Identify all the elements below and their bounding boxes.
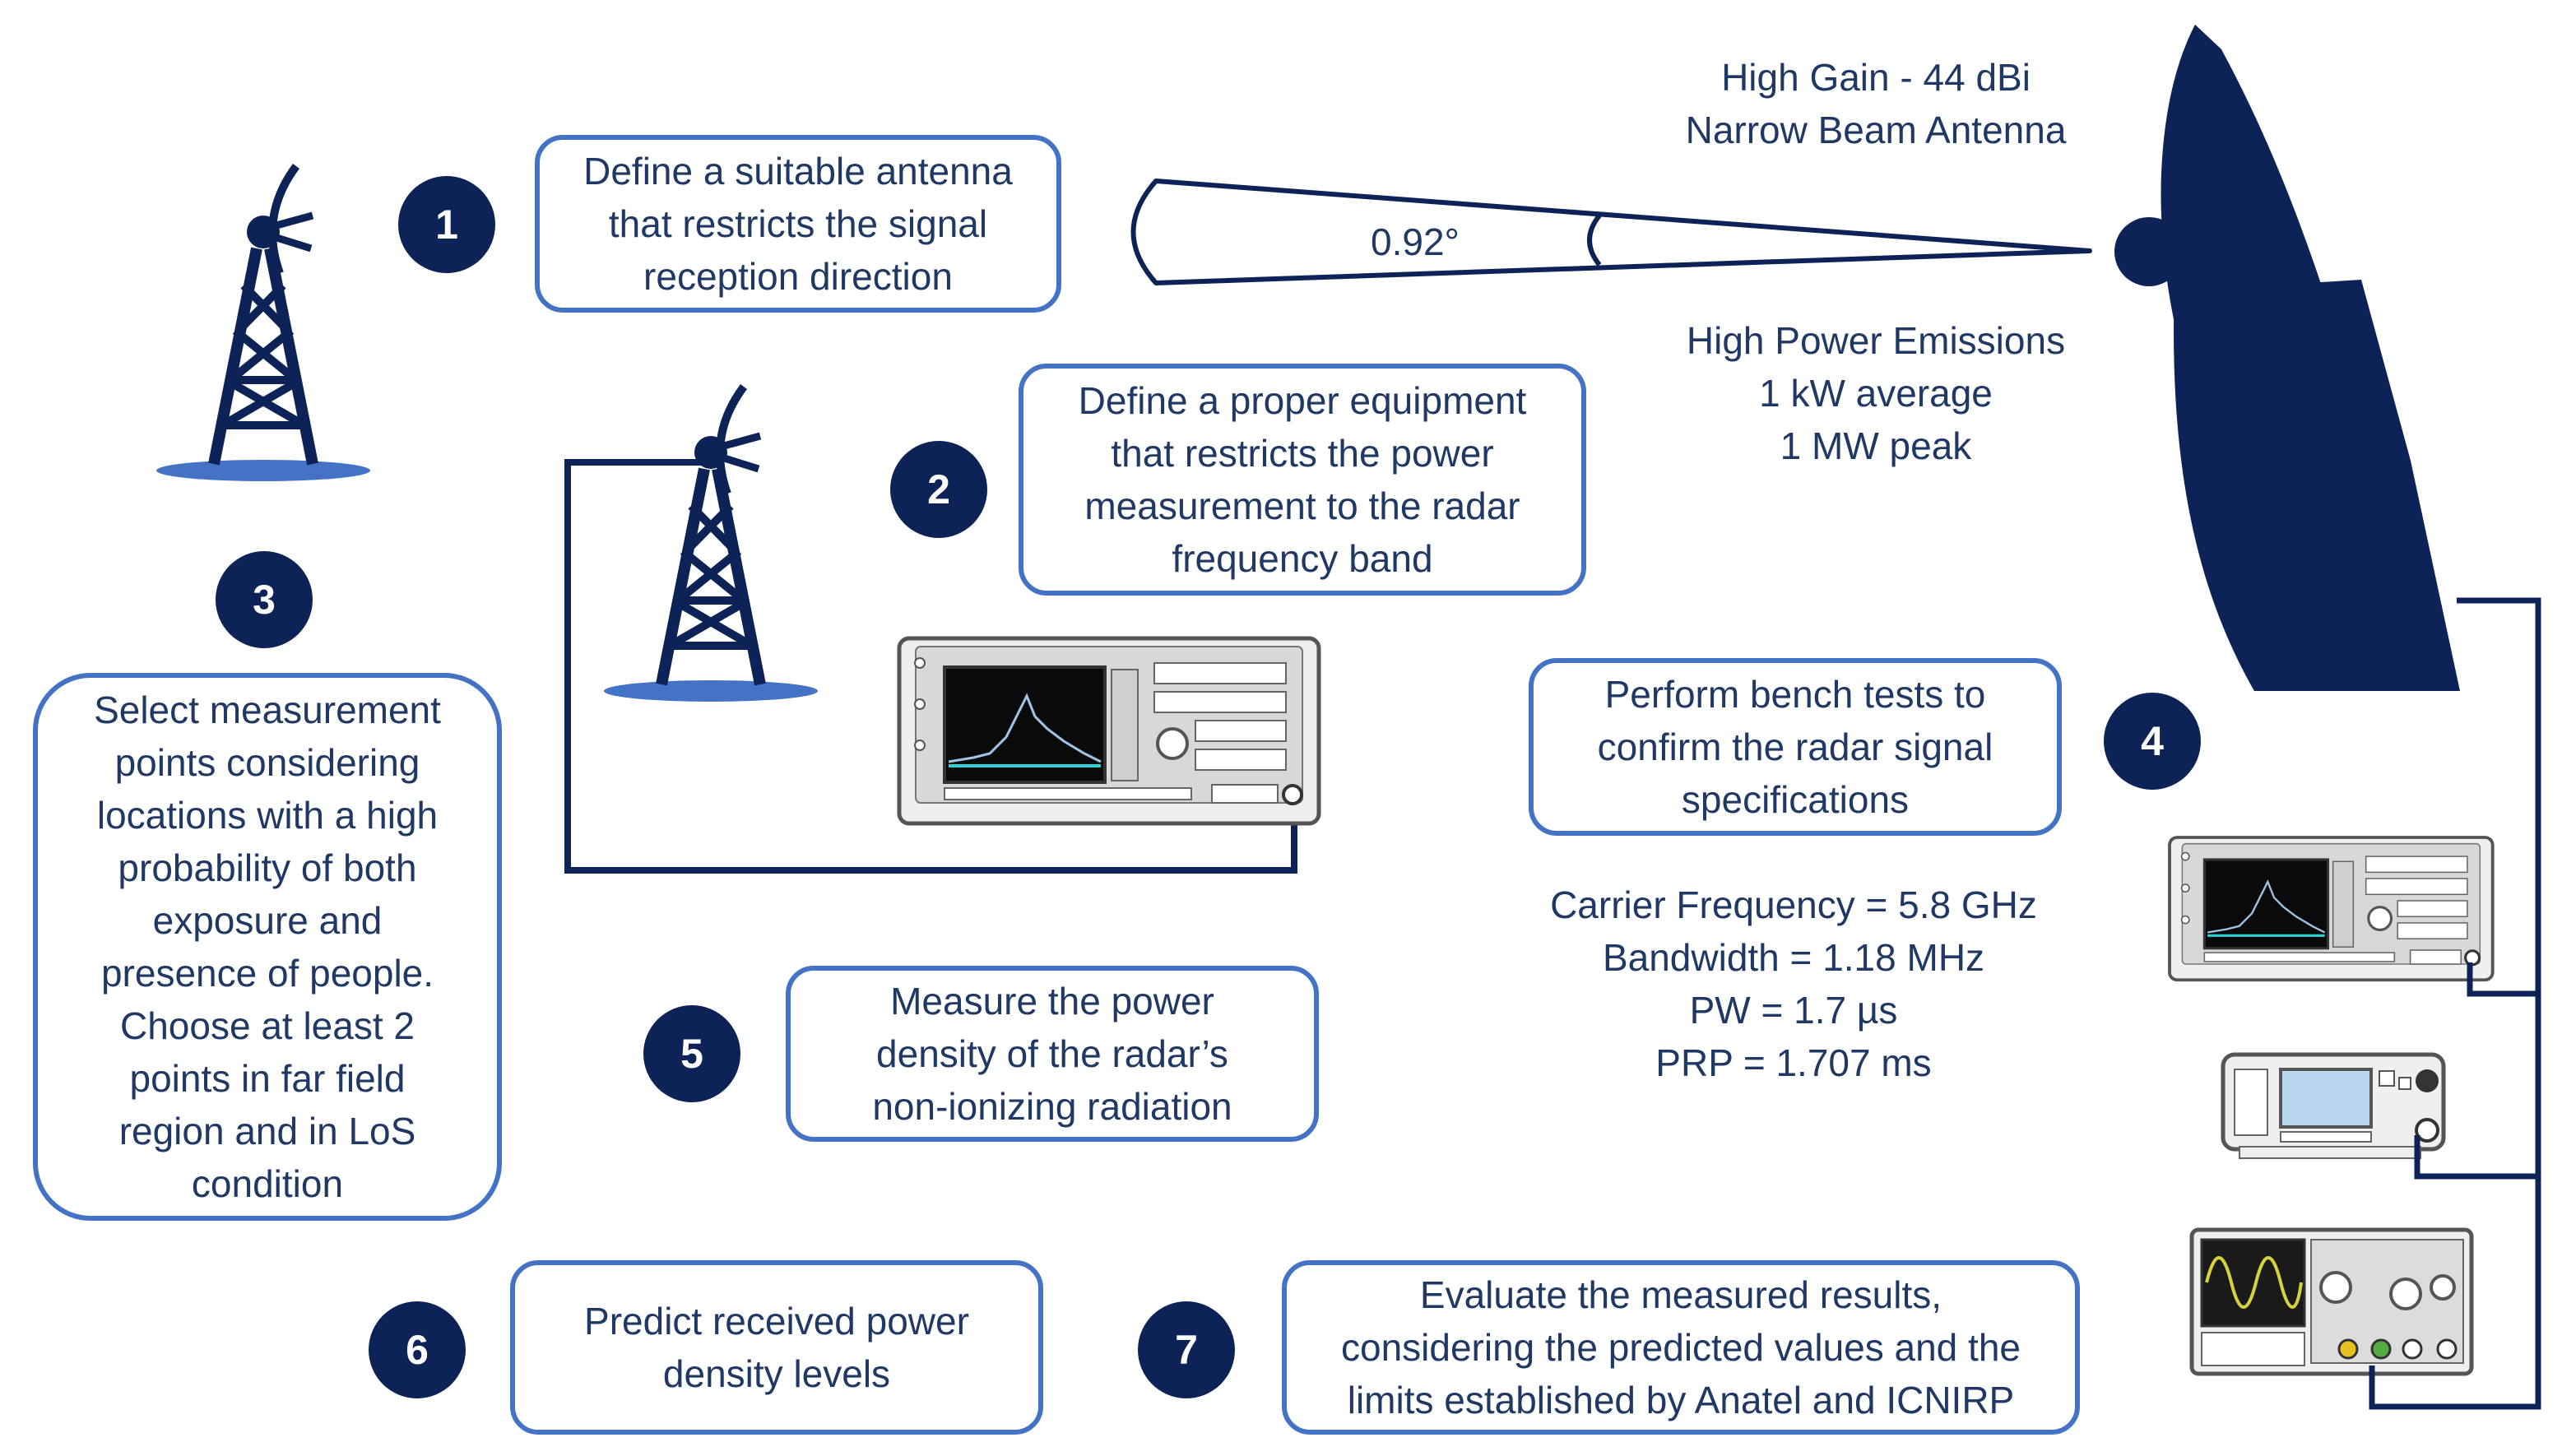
bench-cable-line [2414,1135,2538,1180]
step-6-box: Predict received power density levels [510,1260,1043,1435]
tower-icon [156,166,370,481]
step-6-badge: 6 [369,1301,466,1398]
beam-angle-label: 0.92° [1371,220,1460,263]
cable-line [564,459,1297,874]
spectrum-analyzer-icon [899,638,1319,823]
bench-cable-line [2467,962,2538,997]
oscilloscope-icon [2189,1227,2474,1376]
bench-cable-line [2369,597,2541,1410]
step-4-badge: 4 [2104,693,2201,790]
step-2-badge: 2 [890,441,987,538]
radar-dish-icon [2114,25,2460,691]
step-3-badge: 3 [216,551,313,648]
step-4-box: Perform bench tests to confirm the radar… [1529,658,2062,836]
step-1-box: Define a suitable antenna that restricts… [535,135,1061,313]
step-7-box: Evaluate the measured results, consideri… [1282,1260,2080,1435]
step-1-badge: 1 [398,176,495,273]
bench-spectrum-analyzer-icon [2168,836,2495,982]
beam-cone [1130,179,2092,285]
emission-spec-text: High Power Emissions 1 kW average 1 MW p… [1686,319,2066,467]
antenna-spec-text: High Gain - 44 dBi Narrow Beam Antenna [1685,56,2067,151]
signal-generator-icon [2221,1052,2446,1159]
step-5-box: Measure the power density of the radar’s… [786,966,1319,1142]
step-5-badge: 5 [643,1005,740,1102]
step-7-badge: 7 [1138,1301,1235,1398]
step-2-box: Define a proper equipment that restricts… [1019,364,1586,596]
tower-icon [604,387,818,702]
signal-spec-text: Carrier Frequency = 5.8 GHz Bandwidth = … [1550,883,2037,1084]
step-3-box: Select measurement points considering lo… [33,673,502,1221]
beam-angle-arc [1587,214,1602,267]
